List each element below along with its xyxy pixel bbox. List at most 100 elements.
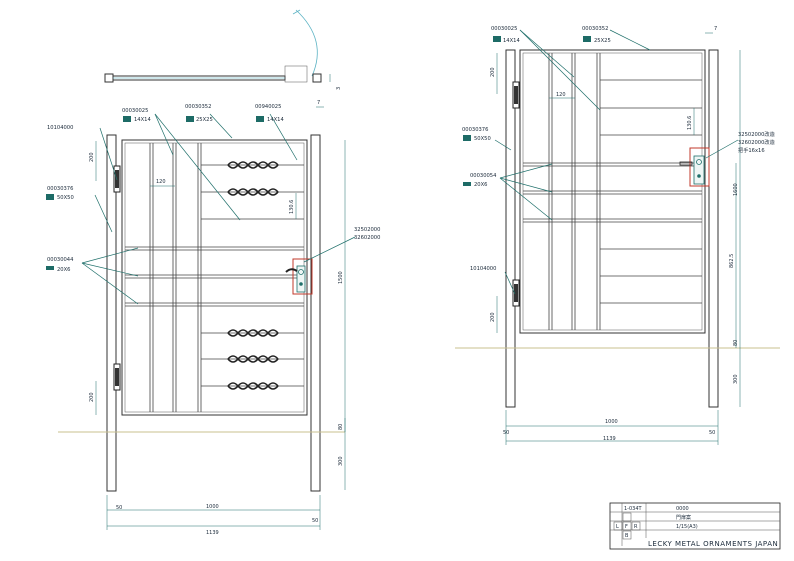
label-10104000: 10104000 <box>47 125 73 131</box>
r-right-post <box>708 49 719 408</box>
label-00940025: 00940025 <box>255 104 281 110</box>
r-label-00030352-size: 25X25 <box>594 38 611 44</box>
swatch-25x25 <box>186 116 194 122</box>
tb-name: 門扉案 <box>676 514 691 521</box>
right-post <box>310 134 321 492</box>
r-hinge-bottom <box>512 279 520 307</box>
label-00030376-size: 50X50 <box>57 195 74 201</box>
r-dim-200-bot: 200 <box>490 312 496 322</box>
r-dim-50-right: 50 <box>709 430 715 436</box>
r-label-32602000: 32602000改造 <box>738 138 776 146</box>
r-dim-120: 120 <box>556 92 566 98</box>
dim-120: 120 <box>156 179 166 185</box>
dim-7: 7 <box>317 100 320 106</box>
leader-00030352 <box>209 113 233 139</box>
r-dim-862-5: 862.5 <box>729 254 735 268</box>
tb-view-L: L <box>616 524 619 530</box>
left-post <box>106 134 117 492</box>
tb-scale: 1/15(A3) <box>676 524 698 530</box>
dim-80: 80 <box>338 424 344 430</box>
r-leader-32502000 <box>705 139 739 159</box>
r-leader-10104000 <box>504 271 516 295</box>
twist-ornament-5 <box>227 382 279 390</box>
r-label-00030376-size: 50X50 <box>474 136 491 142</box>
r-left-post <box>505 49 516 408</box>
r-swatch-25x25 <box>583 36 591 42</box>
swatch-50x50 <box>46 194 54 200</box>
r-label-handle: 把手16x16 <box>738 146 765 154</box>
dim-1500: 1500 <box>338 271 344 284</box>
plan-latch <box>284 65 308 83</box>
right-elevation: 00030025 14X14 00030352 25X25 00030376 5… <box>455 26 780 445</box>
dim-300: 300 <box>338 456 344 466</box>
r-leader-00030054-b <box>499 177 553 193</box>
r-gate-frame <box>519 49 706 334</box>
label-00030352: 00030352 <box>185 104 211 110</box>
r-leader-00030054-c <box>499 177 553 221</box>
r-label-10104000: 10104000 <box>470 266 496 272</box>
dim-200-top: 200 <box>89 152 95 162</box>
tb-code: 0000 <box>676 506 689 512</box>
r-leader-00030054-a <box>499 163 553 179</box>
swing-arc <box>295 9 318 77</box>
r-leader-00030376 <box>494 139 512 151</box>
label-32502000: 32502000 <box>354 227 380 233</box>
gate-frame <box>121 139 308 416</box>
dim-1139: 1139 <box>206 530 219 536</box>
leader-00940025 <box>269 113 298 161</box>
tb-view-F: F <box>625 524 628 530</box>
label-00030044: 00030044 <box>47 257 74 263</box>
swatch-14x14 <box>123 116 131 122</box>
lock-assembly <box>285 258 313 295</box>
r-dim-1139: 1139 <box>603 436 616 442</box>
plan-right-post <box>312 73 322 83</box>
dim-130-6: 130.6 <box>289 200 295 214</box>
leader-00030025 <box>154 113 174 156</box>
leader-00030044-a <box>81 247 139 264</box>
label-00030025: 00030025 <box>122 108 148 114</box>
hinge-bottom <box>113 363 121 391</box>
r-label-00030054: 00030054 <box>470 173 497 179</box>
r-label-00030054-size: 20X6 <box>474 182 487 188</box>
swatch-20x6 <box>46 266 54 270</box>
plan-left-post <box>104 73 114 83</box>
dim-50-right: 50 <box>312 518 318 524</box>
label-00940025-size: 14X14 <box>267 117 284 123</box>
left-elevation: 00030025 14X14 00030352 25X25 00940025 1… <box>46 100 380 536</box>
r-leader-00030025-b <box>519 29 601 111</box>
r-dim-50-left: 50 <box>503 430 509 436</box>
twist-ornament-4 <box>227 355 279 363</box>
label-32602000: 32602000 <box>354 235 380 241</box>
tb-view-R: R <box>634 524 638 530</box>
r-label-32502000: 32502000改造 <box>738 130 776 138</box>
label-00030044-size: 20X6 <box>57 267 70 273</box>
plan-view: 3 <box>104 9 342 90</box>
tb-drawing-no: 1-034T <box>624 506 643 512</box>
dim-1000: 1000 <box>206 504 219 510</box>
r-dim-130-6: 130.6 <box>687 116 693 130</box>
r-label-00030352: 00030352 <box>582 26 608 32</box>
r-dim-300: 300 <box>733 374 739 384</box>
leader-00030044-b <box>81 262 139 277</box>
twist-ornament-1 <box>227 161 279 169</box>
dim-50-left: 50 <box>116 505 122 511</box>
swing-arc-tick <box>292 9 301 15</box>
label-00030025-size: 14X14 <box>134 117 151 123</box>
leader-00030044-c <box>81 262 139 305</box>
dim-200-bot: 200 <box>89 392 95 402</box>
r-dim-1600: 1600 <box>733 183 739 196</box>
r-hinge-top <box>512 81 520 109</box>
leader-10104000 <box>99 127 118 181</box>
dim-3: 3 <box>336 87 342 90</box>
r-swatch-14x14 <box>493 36 501 42</box>
label-00030352-size: 25X25 <box>196 117 213 123</box>
r-dim-7: 7 <box>714 26 717 32</box>
tb-company: LECKY METAL ORNAMENTS JAPAN <box>648 540 778 548</box>
r-leader-00030352 <box>609 29 651 51</box>
twist-ornament-2 <box>227 188 279 196</box>
r-label-00030025-size: 14X14 <box>503 38 520 44</box>
r-leader-00030025 <box>519 29 575 78</box>
r-swatch-50x50 <box>463 135 471 141</box>
r-swatch-20x6 <box>463 182 471 186</box>
